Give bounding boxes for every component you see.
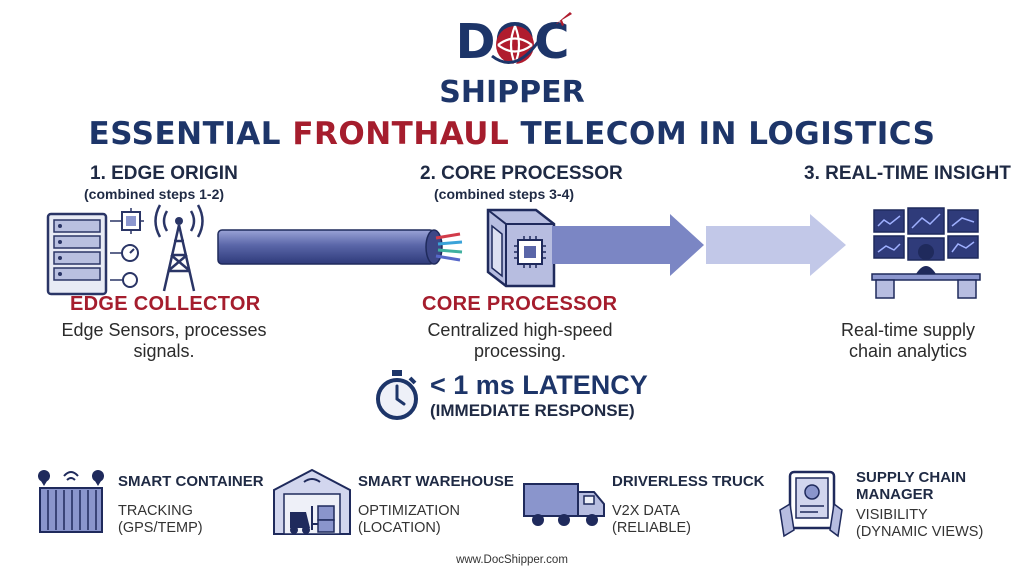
warehouse-icon [273, 468, 351, 535]
stage2-heading: 2. CORE PROCESSOR [420, 163, 623, 184]
latency-sub: (IMMEDIATE RESPONSE) [430, 401, 635, 420]
page-title: ESSENTIAL FRONTHAUL TELECOM IN LOGISTICS [0, 114, 1024, 154]
bottom2-line1: OPTIMIZATION [358, 503, 461, 519]
latency-value: < 1 ms LATENCY [430, 370, 648, 400]
bottom3-line1: V2X DATA [612, 503, 680, 519]
flow-arrow-icon [552, 214, 704, 276]
bottom2-title: SMART WAREHOUSE [358, 473, 514, 490]
stage2-name: CORE PROCESSOR [422, 293, 618, 315]
bottom1-title: SMART CONTAINER [118, 473, 264, 490]
server-rack-icon [46, 212, 108, 296]
logo-plane-icon [556, 12, 572, 26]
stage1-desc-line1: Edge Sensors, processes [61, 320, 267, 340]
antenna-tower-icon [154, 204, 204, 292]
title-part2: TELECOM IN LOGISTICS [520, 116, 936, 152]
stage3-heading: 3. REAL-TIME INSIGHT [804, 163, 1011, 184]
bottom3-line2: (RELIABLE) [612, 520, 691, 536]
logo-shipper-text: SHIPPER [439, 75, 585, 110]
core-processor-icon [486, 208, 556, 288]
bottom4-line1: VISIBILITY [856, 507, 928, 523]
title-part1: ESSENTIAL [88, 116, 282, 152]
stage1-desc-line2: signals. [133, 341, 195, 361]
stage1-desc: Edge Sensors, processes signals. [44, 320, 284, 362]
control-room-icon [871, 207, 981, 299]
stage3-desc-line1: Real-time supply [840, 320, 976, 340]
logo-globe-icon [491, 25, 540, 65]
bottom1-line2: (GPS/TEMP) [118, 520, 203, 536]
bottom1-line1: TRACKING [118, 503, 193, 519]
stage2-desc-line2: processing. [473, 341, 567, 361]
stopwatch-icon [376, 370, 418, 420]
sensor-chip-icon [110, 208, 144, 288]
stage2-desc-line1: Centralized high-speed [427, 320, 613, 340]
stage3-desc: Real-time supply chain analytics [820, 320, 996, 362]
stage2-desc: Centralized high-speed processing. [400, 320, 640, 362]
bottom2-line2: (LOCATION) [358, 520, 441, 536]
title-highlight: FRONTHAUL [292, 116, 510, 152]
bottom4-title-line1: SUPPLY CHAIN [856, 469, 967, 486]
website-url: www.DocShipper.com [456, 554, 568, 566]
stage1-heading: 1. EDGE ORIGIN [90, 163, 238, 184]
stage1-name: EDGE COLLECTOR [70, 293, 261, 315]
bottom3-title: DRIVERLESS TRUCK [612, 473, 765, 490]
bottom4-line2: (DYNAMIC VIEWS) [856, 524, 984, 540]
stage1-sub: (combined steps 1-2) [84, 186, 225, 202]
stage2-sub: (combined steps 3-4) [434, 186, 575, 202]
flow-arrow-light-icon [706, 214, 846, 276]
truck-icon [523, 483, 605, 526]
fiber-cable-icon [217, 229, 463, 265]
container-icon [38, 470, 104, 533]
tablet-icon [779, 470, 843, 538]
bottom4-title-line2: MANAGER [856, 486, 934, 503]
stage3-desc-line2: chain analytics [848, 341, 968, 361]
